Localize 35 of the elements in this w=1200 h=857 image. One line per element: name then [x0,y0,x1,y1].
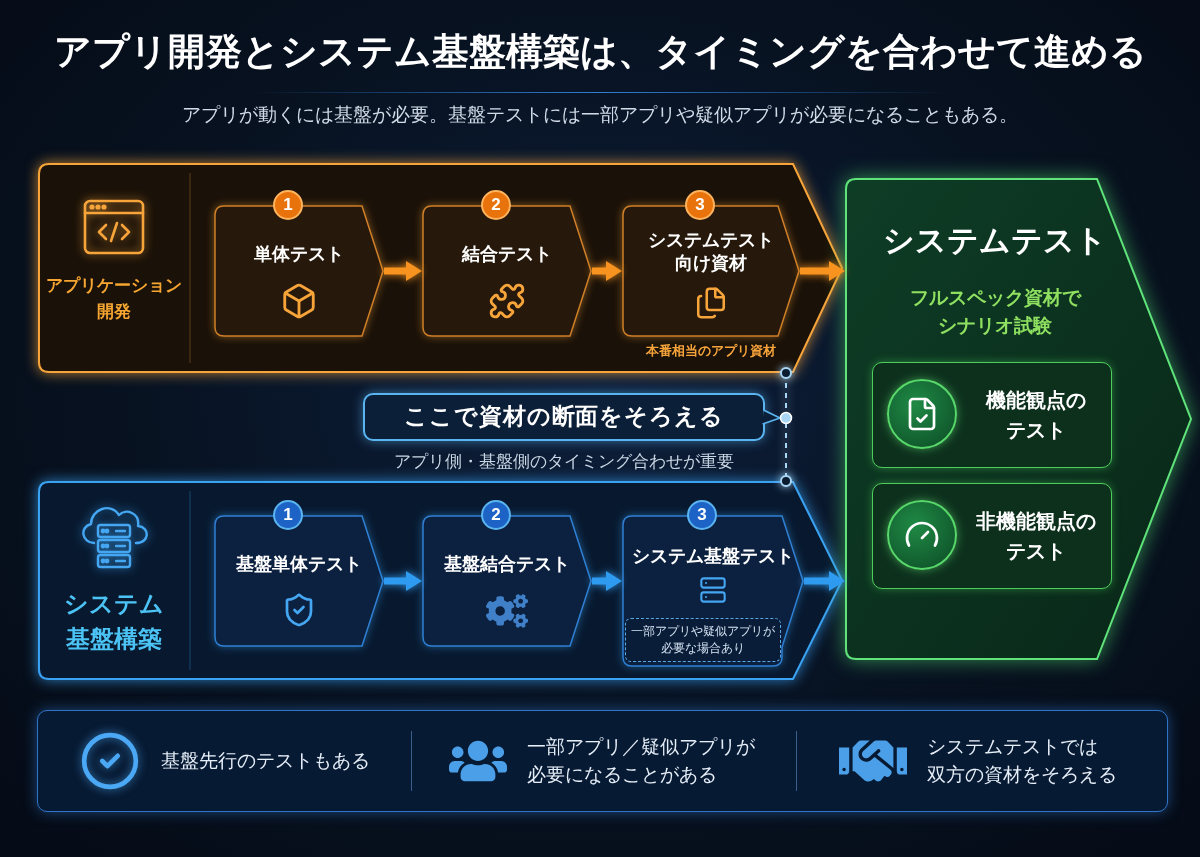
test-card [872,483,1112,589]
system-test-panel [845,178,1192,660]
card-title: 機能観点のテスト [984,388,1087,443]
panel-title: システムテスト [883,222,1107,260]
phase-band [38,481,843,680]
step-title: 単体テスト [254,243,344,266]
page-title: アプリ開発とシステム基盤構築は、タイミングを合わせて進める [53,30,1147,74]
dashed-connector [780,367,792,487]
test-card [872,362,1112,468]
summary-text: 基盤先行のテストもある [161,748,370,773]
callout-note: アプリ側・基盤側のタイミング合わせが重要 [394,451,734,473]
summary-text: 一部アプリ／疑似アプリが必要になることがある [526,734,756,787]
flow-arrow [384,571,422,591]
step-title: 基盤結合テスト [444,553,570,576]
step-note: 本番相当のアプリ資材 [646,343,776,360]
summary-panel [37,710,1168,812]
flow-arrow [800,261,845,281]
step-title: システムテスト向け資材 [647,229,775,276]
flow-arrow [592,261,622,281]
phase-band [38,163,843,373]
step-title: システム基盤テスト [632,545,794,568]
card-title: 非機能観点のテスト [975,509,1097,564]
note-text: 一部アプリや疑似アプリが必要な場合あり [630,623,776,657]
callout-text: ここで資材の断面をそろえる [404,403,724,431]
callout-pointer [761,409,781,425]
phase-title: アプリケーション開発 [45,275,183,323]
phase-title: システム基盤構築 [63,589,165,654]
step-title: 基盤単体テスト [236,553,362,576]
panel-subtitle: フルスペック資材でシナリオ試験 [908,286,1083,338]
flow-arrow [592,571,622,591]
flow-arrow [384,261,422,281]
page-subtitle: アプリが動くには基盤が必要。基盤テストには一部アプリや疑似アプリが必要になることもある。 [182,103,1018,127]
flow-arrow [804,571,845,591]
summary-text: システムテストでは双方の資材をそろえる [927,734,1118,787]
step-title: 結合テスト [462,243,552,266]
